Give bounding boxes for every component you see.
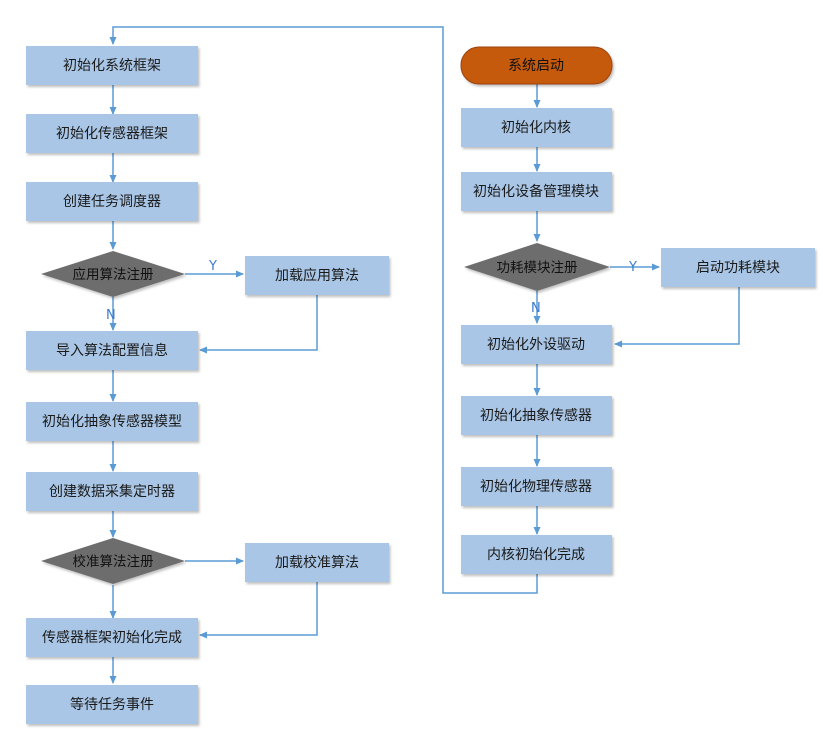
decision-power-module-registered: 功耗模块注册: [464, 243, 610, 291]
node-label: 创建数据采集定时器: [49, 483, 175, 500]
node-create-data-acquisition-timer: 创建数据采集定时器: [26, 472, 198, 511]
no-label-power: N: [531, 301, 541, 316]
node-label: 初始化系统框架: [63, 57, 161, 74]
left-flow: 初始化系统框架 初始化传感器框架 创建任务调度器 应用算法注册 加载应用算法 导…: [26, 46, 389, 724]
node-label: 创建任务调度器: [63, 194, 161, 210]
arrow-load-calib-to-done: [199, 582, 318, 639]
node-init-kernel: 初始化内核: [461, 108, 612, 147]
node-label: 初始化设备管理模块: [473, 183, 599, 200]
node-init-peripheral-drivers: 初始化外设驱动: [461, 325, 612, 364]
node-init-physical-sensor: 初始化物理传感器: [461, 467, 612, 506]
node-start-power-module: 启动功耗模块: [661, 248, 815, 287]
node-sensor-framework-init-done: 传感器框架初始化完成: [26, 618, 198, 657]
node-load-app-algorithm: 加载应用算法: [245, 256, 389, 295]
node-label: 系统启动: [508, 58, 564, 74]
yes-label-app: Y: [208, 259, 217, 274]
no-label-app: N: [106, 308, 116, 323]
node-label: 导入算法配置信息: [56, 342, 168, 359]
node-label: 初始化传感器框架: [56, 125, 168, 142]
node-kernel-init-done: 内核初始化完成: [461, 535, 612, 574]
node-create-task-scheduler: 创建任务调度器: [26, 182, 198, 221]
decision-calibration-algorithm-registered: 校准算法注册: [41, 538, 185, 584]
decision-label: 校准算法注册: [73, 553, 154, 570]
node-load-calibration-algorithm: 加载校准算法: [245, 543, 389, 582]
node-init-system-framework: 初始化系统框架: [26, 46, 198, 85]
node-label: 等待任务事件: [70, 696, 154, 713]
node-init-device-management: 初始化设备管理模块: [461, 172, 612, 211]
node-label: 加载校准算法: [275, 554, 359, 571]
node-label: 初始化物理传感器: [480, 478, 592, 495]
node-label: 初始化外设驱动: [487, 336, 585, 353]
node-label: 传感器框架初始化完成: [42, 629, 182, 646]
node-label: 初始化内核: [501, 119, 571, 136]
branch-labels: Y N Y N: [106, 259, 637, 323]
arrow-start-power-to-peripheral: [614, 287, 740, 348]
node-label: 初始化抽象传感器模型: [42, 413, 182, 430]
node-label: 内核初始化完成: [487, 546, 585, 563]
node-init-sensor-framework: 初始化传感器框架: [26, 114, 198, 153]
node-label: 加载应用算法: [275, 267, 359, 284]
decision-label: 应用算法注册: [73, 266, 154, 283]
node-init-abstract-sensor: 初始化抽象传感器: [461, 396, 612, 435]
connectors: [109, 26, 740, 684]
decision-label: 功耗模块注册: [497, 260, 578, 276]
node-label: 初始化抽象传感器: [480, 407, 592, 424]
arrow-kernel-done-to-init-system: [109, 26, 538, 594]
node-init-abstract-sensor-model: 初始化抽象传感器模型: [26, 402, 198, 441]
node-label: 启动功耗模块: [696, 260, 780, 276]
decision-app-algorithm-registered: 应用算法注册: [41, 251, 185, 297]
right-flow: 系统启动 初始化内核 初始化设备管理模块 功耗模块注册 启动功耗模块 初始化外设…: [460, 46, 815, 574]
arrow-load-app-to-import: [199, 295, 318, 354]
yes-label-power: Y: [628, 260, 637, 275]
node-import-algorithm-config: 导入算法配置信息: [26, 331, 198, 370]
node-wait-task-event: 等待任务事件: [26, 685, 198, 724]
node-system-start: 系统启动: [460, 46, 613, 85]
